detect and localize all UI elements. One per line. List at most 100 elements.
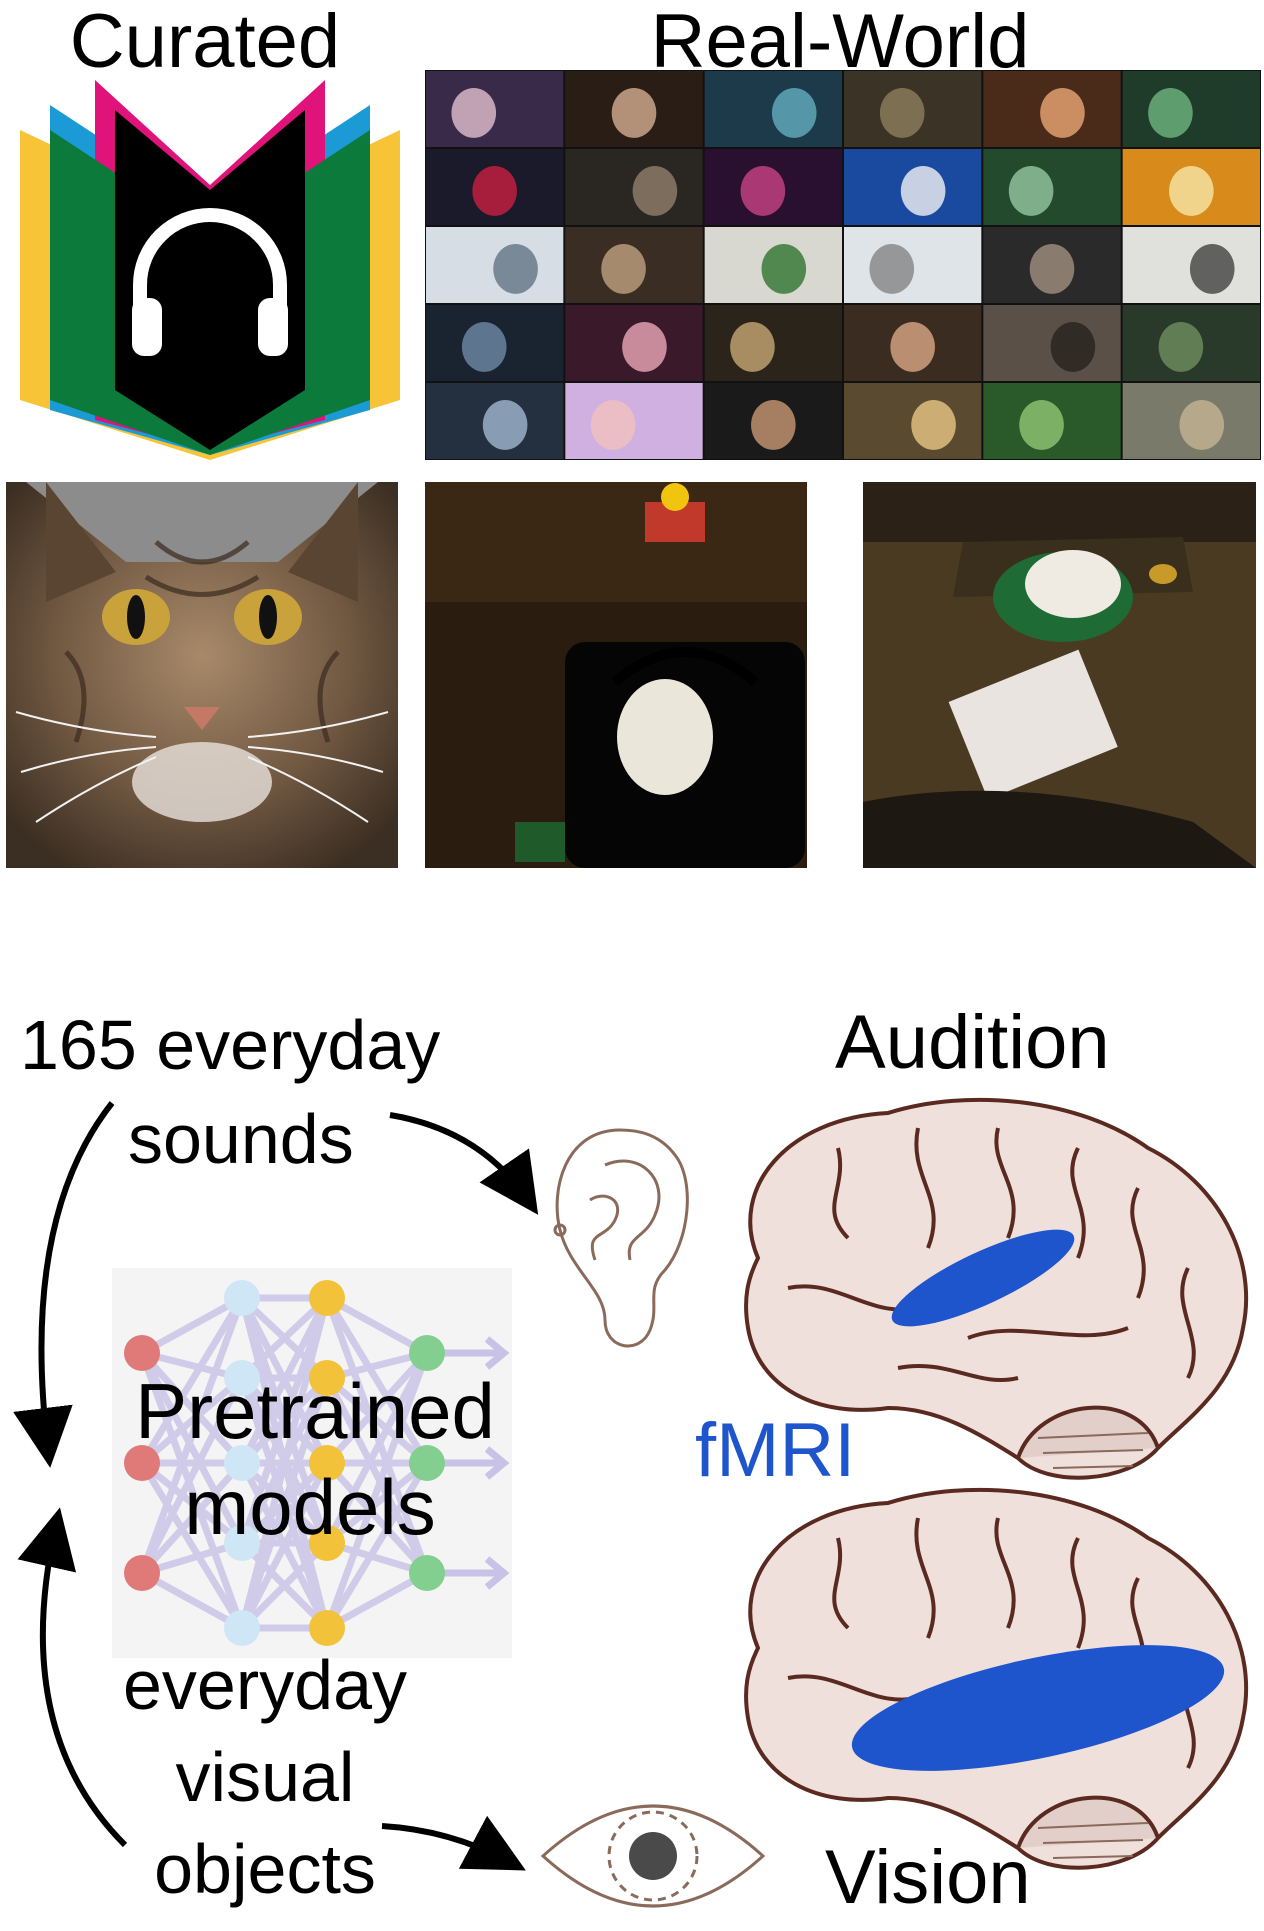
video-thumbnail-figure	[1179, 399, 1225, 450]
video-thumbnail-figure	[493, 243, 538, 294]
video-thumbnail-figure	[622, 321, 667, 372]
video-thumbnail-figure	[1040, 87, 1085, 138]
network-edge	[323, 1351, 431, 1630]
network-edge	[139, 1460, 245, 1546]
network-node	[309, 1445, 345, 1481]
network-edge	[324, 1460, 430, 1576]
network-node	[309, 1280, 345, 1316]
network-edge	[139, 1375, 245, 1466]
video-thumbnail-figure	[1008, 165, 1054, 216]
video-thumbnail-figure	[879, 87, 925, 138]
video-thumbnail-figure	[1158, 321, 1204, 372]
video-thumbnail-figure	[1050, 321, 1096, 372]
video-thumbnail-figure	[601, 243, 646, 294]
curated-header: Curated	[69, 0, 341, 84]
video-thumbnail-figure	[632, 165, 678, 216]
video-thumbnail-figure	[900, 165, 946, 216]
network-edge	[323, 1296, 431, 1575]
network-edge	[138, 1351, 246, 1545]
video-thumbnail-figure	[730, 321, 775, 372]
network-node	[409, 1555, 445, 1591]
eye-icon	[540, 1804, 766, 1908]
network-edge	[138, 1351, 246, 1630]
network-node	[309, 1525, 345, 1561]
video-thumbnail-figure	[911, 399, 956, 450]
audiobook-headphones-icon	[20, 80, 400, 460]
video-thumbnail-figure	[1189, 243, 1235, 294]
network-edge	[324, 1375, 430, 1466]
network-node	[409, 1335, 445, 1371]
video-thumbnail-figure	[751, 399, 796, 450]
network-node	[409, 1445, 445, 1481]
network-edge	[238, 1376, 331, 1630]
video-thumbnail-figure	[1019, 399, 1064, 450]
video-thumbnail-figure	[451, 87, 497, 138]
network-node	[224, 1360, 260, 1396]
video-thumbnail-figure	[869, 243, 915, 294]
network-node	[124, 1445, 160, 1481]
network-edge	[138, 1296, 246, 1575]
video-thumbnail-figure	[1029, 243, 1075, 294]
network-output-arrow	[442, 1336, 510, 1370]
network-edge	[238, 1296, 331, 1545]
pretrained-models-network	[112, 1268, 512, 1658]
video-thumbnail-figure	[890, 321, 935, 372]
video-thumbnail-figure	[1169, 165, 1214, 216]
network-edge	[238, 1296, 331, 1465]
network-edge	[323, 1351, 431, 1545]
network-node	[224, 1280, 260, 1316]
network-edge	[325, 1294, 429, 1357]
network-edge	[239, 1540, 330, 1631]
network-edge	[239, 1295, 330, 1381]
network-node	[124, 1555, 160, 1591]
network-edge	[238, 1461, 331, 1630]
cat-curated-photo	[6, 482, 398, 868]
visual-label-line1: everyday	[122, 1646, 408, 1724]
brain-audition	[744, 1097, 1249, 1480]
vision-label: Vision	[825, 1835, 1031, 1920]
network-edge	[324, 1350, 430, 1466]
sounds-label-line2: sounds	[128, 1100, 354, 1178]
network-edge	[139, 1296, 245, 1465]
network-edge	[138, 1376, 246, 1575]
network-node	[224, 1610, 260, 1646]
fmri-label: fMRI	[695, 1408, 856, 1493]
neural-network-icon	[124, 1280, 510, 1646]
arrow-sounds-to-models	[13, 1101, 115, 1468]
network-edge	[139, 1461, 245, 1630]
video-thumbnail-figure	[761, 243, 807, 294]
network-output-arrow	[442, 1556, 510, 1590]
network-edge	[140, 1294, 244, 1357]
arrow-objects-to-models	[17, 1507, 128, 1848]
network-node	[124, 1335, 160, 1371]
network-edge	[323, 1376, 431, 1575]
video-thumbnail-figure	[740, 165, 786, 216]
cat-real-world-photo-1	[425, 482, 807, 868]
network-node	[309, 1360, 345, 1396]
video-thumbnail-figure	[1148, 87, 1193, 138]
network-node	[309, 1610, 345, 1646]
pretrained-label-line2: models	[184, 1463, 436, 1551]
cat-real-world-photo-2	[863, 482, 1256, 868]
video-thumbnail-figure	[482, 399, 528, 450]
network-node	[224, 1525, 260, 1561]
brain-vision	[744, 1487, 1249, 1870]
visual-label-line2: visual	[175, 1738, 355, 1816]
network-edge	[140, 1569, 244, 1632]
network-edge	[139, 1350, 245, 1466]
real-world-video-grid	[425, 70, 1261, 460]
video-thumbnail-figure	[590, 399, 636, 450]
real-world-header: Real-World	[650, 0, 1030, 84]
network-edge	[325, 1569, 429, 1632]
network-edge	[324, 1461, 430, 1630]
network-edge	[324, 1460, 430, 1546]
pretrained-label-line1: Pretrained	[135, 1367, 495, 1455]
network-edge	[324, 1296, 430, 1465]
arrow-objects-to-eye	[381, 1815, 526, 1871]
video-thumbnail-figure	[611, 87, 657, 138]
arrow-sounds-to-ear	[389, 1112, 539, 1215]
network-output-arrow	[442, 1446, 510, 1480]
video-thumbnail-figure	[461, 321, 507, 372]
visual-label-line3: objects	[154, 1830, 376, 1908]
